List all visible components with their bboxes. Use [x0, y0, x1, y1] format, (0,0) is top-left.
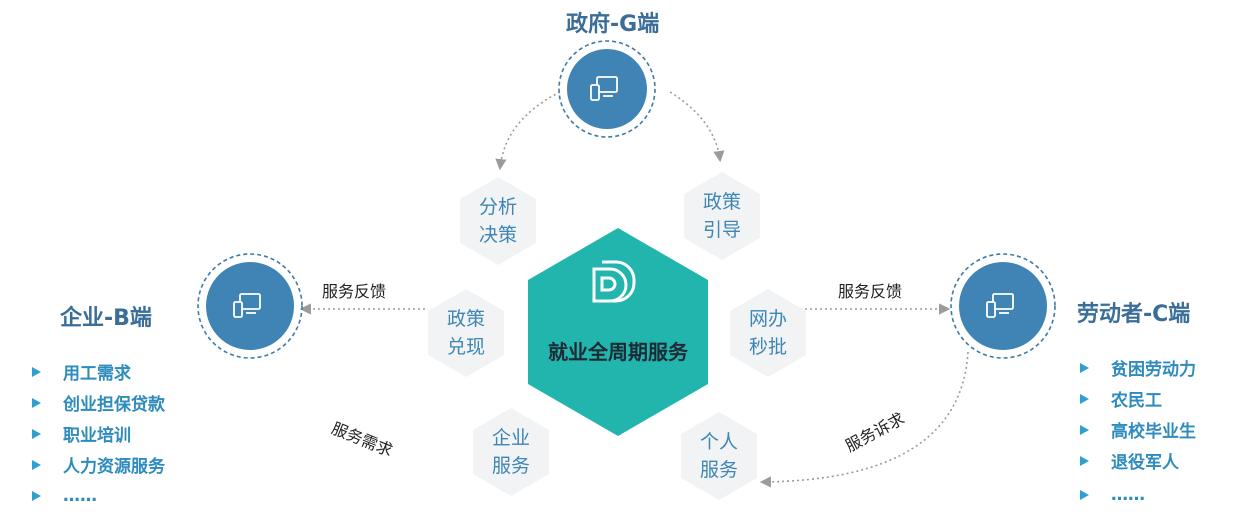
worker-device-icon	[986, 293, 1014, 318]
list-item: ……	[1076, 476, 1196, 514]
connector-gov-to-analysis	[495, 91, 561, 171]
edge-label-right-feedback: 服务反馈	[838, 282, 903, 301]
center-hexagon	[528, 228, 708, 436]
hex-personal-service-label: 个人服务	[699, 431, 738, 481]
arrow-bullet-icon	[1080, 424, 1089, 435]
hex-analysis-decision-label: 分析决策	[478, 196, 517, 246]
hex-analysis-decision	[460, 177, 536, 265]
center-logo-icon	[592, 260, 636, 303]
biz-needs-list: 用工需求 创业担保贷款 职业培训 人力资源服务 ……	[28, 356, 165, 511]
hex-policy-guide-label: 政策引导	[702, 191, 741, 241]
hex-policy-guide	[684, 172, 760, 260]
arrow-bullet-icon	[32, 397, 41, 408]
arrow-bullet-icon	[32, 366, 41, 377]
biz-device-icon	[233, 293, 261, 318]
list-item: 农民工	[1076, 383, 1196, 414]
list-item: 职业培训	[28, 418, 165, 449]
hex-online-approval	[730, 289, 806, 377]
connector-gov-to-policy-guide	[669, 91, 725, 163]
worker-node-title: 劳动者-C端	[1077, 302, 1191, 327]
worker-node-circle	[950, 253, 1056, 359]
center-label: 就业全周期服务	[548, 340, 688, 364]
edge-label-left-feedback: 服务反馈	[322, 282, 387, 301]
hex-enterprise-service-label: 企业服务	[491, 427, 530, 477]
list-item: 创业担保贷款	[28, 387, 165, 418]
gov-node-title: 政府-G端	[566, 12, 660, 37]
hex-policy-fulfil	[428, 289, 504, 377]
arrow-bullet-icon	[1080, 362, 1089, 373]
list-item: 用工需求	[28, 356, 165, 387]
biz-node-title: 企业-B端	[60, 306, 152, 331]
hex-online-approval-label: 网办秒批	[748, 308, 787, 358]
arrow-bullet-icon	[32, 428, 41, 439]
worker-groups-list: 贫困劳动力 农民工 高校毕业生 退役军人 ……	[1076, 352, 1196, 514]
gov-device-icon	[590, 76, 618, 101]
list-item: 贫困劳动力	[1076, 352, 1196, 383]
list-item: 退役军人	[1076, 445, 1196, 476]
connector-worker-to-personal-service	[759, 351, 969, 488]
arrow-bullet-icon	[32, 459, 41, 470]
arrow-bullet-icon	[32, 490, 41, 501]
biz-node-circle	[197, 253, 303, 359]
hex-enterprise-service	[473, 408, 549, 496]
arrow-bullet-icon	[1080, 393, 1089, 404]
list-item: ……	[28, 480, 165, 511]
hex-policy-fulfil-label: 政策兑现	[446, 308, 485, 358]
arrow-bullet-icon	[1080, 455, 1089, 466]
hex-personal-service	[681, 412, 757, 500]
arrow-bullet-icon	[1080, 490, 1089, 500]
list-item: 人力资源服务	[28, 449, 165, 480]
gov-node-circle	[558, 40, 656, 138]
list-item: 高校毕业生	[1076, 414, 1196, 445]
